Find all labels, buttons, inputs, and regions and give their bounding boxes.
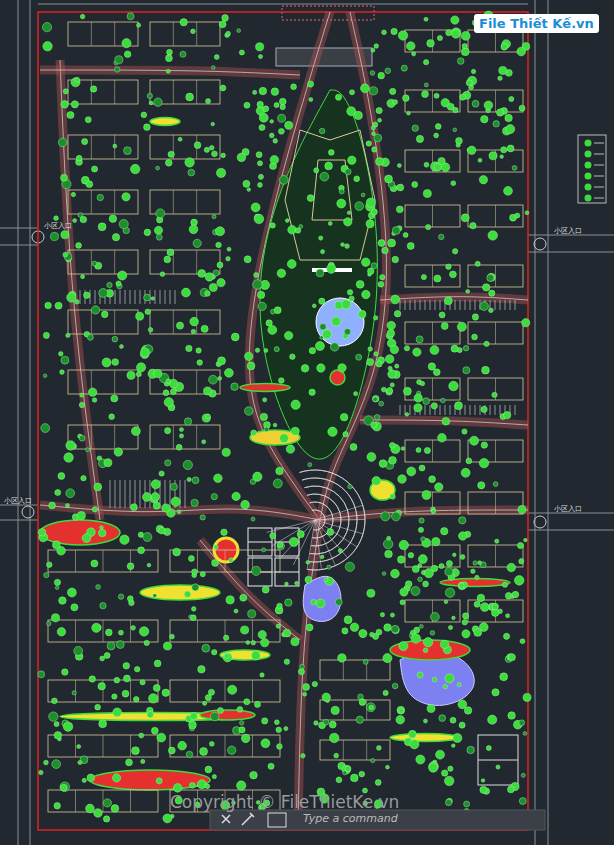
entrance-label: 小区入口 <box>554 226 582 236</box>
site-boundary <box>38 12 528 830</box>
symbol-legend <box>578 135 606 203</box>
copyright-watermark: Copyright © FileThietKe.vn <box>170 792 399 812</box>
watermark-logo: File Thiết Kế.vn <box>474 14 599 33</box>
roads <box>40 12 528 830</box>
central-green <box>260 90 377 459</box>
trees <box>38 11 531 823</box>
command-prompt: Type a command <box>303 812 398 825</box>
entrance-label: 小区入口 <box>44 221 72 231</box>
plaza <box>248 470 518 785</box>
flower-beds <box>40 118 510 791</box>
buildings <box>48 22 523 812</box>
entrance-label: 小区入口 <box>554 504 582 514</box>
lakes <box>303 576 474 705</box>
entrance-label: 小区入口 <box>4 496 32 506</box>
command-bar <box>210 810 545 830</box>
